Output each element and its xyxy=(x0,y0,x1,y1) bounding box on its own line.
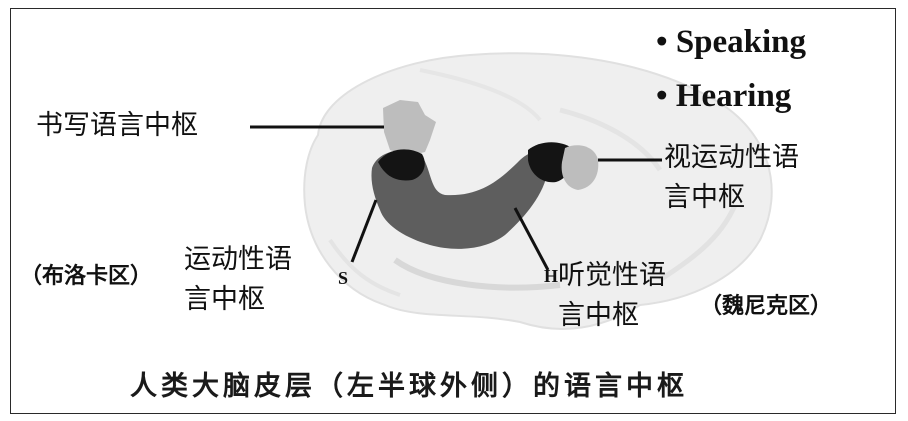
bullet-hearing-text: Hearing xyxy=(676,78,791,114)
s-marker: S xyxy=(338,268,348,289)
motor-speech-label-line1: 运动性语 xyxy=(184,242,292,278)
visual-motor-label-line2: 言中枢 xyxy=(664,180,745,216)
auditory-speech-label-line2: 言中枢 xyxy=(558,298,639,334)
motor-speech-label-line2: 言中枢 xyxy=(184,282,265,318)
broca-area-label: （布洛卡区） xyxy=(20,258,152,290)
auditory-speech-label-line1: 听觉性语 xyxy=(558,258,666,294)
visual-motor-label-line1: 视运动性语 xyxy=(664,140,799,176)
bullet-speaking: • Speaking xyxy=(656,24,806,61)
wernicke-area-label: （魏尼克区） xyxy=(700,288,832,320)
bullet-speaking-text: Speaking xyxy=(676,24,806,60)
h-marker: H xyxy=(544,266,558,287)
figure-caption: 人类大脑皮层（左半球外侧）的语言中枢 xyxy=(130,364,688,403)
writing-center-label: 书写语言中枢 xyxy=(36,108,198,144)
bullet-hearing: • Hearing xyxy=(656,78,791,115)
